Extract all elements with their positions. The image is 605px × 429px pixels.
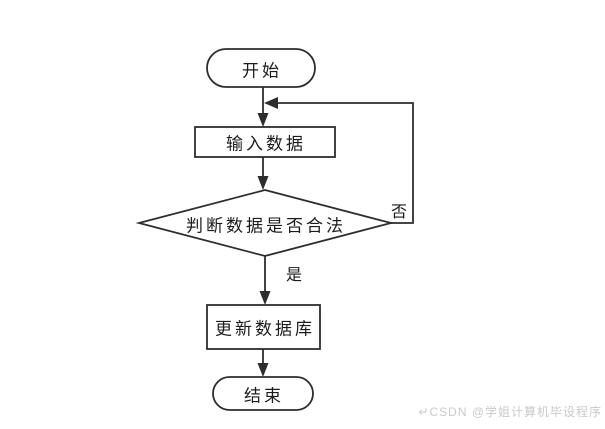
start-node-label: 开始 <box>242 61 282 81</box>
arrowhead-into-decision-icon <box>257 176 269 190</box>
input-node-shape <box>194 126 336 158</box>
decision-node-shape <box>135 189 395 257</box>
update-node-shape <box>206 304 321 350</box>
update-node-label: 更新数据库 <box>215 319 315 339</box>
input-node-label: 输入数据 <box>226 134 306 154</box>
arrowhead-into-input-icon <box>257 113 269 127</box>
connector-no-branch-loop <box>277 102 414 224</box>
start-node-shape <box>206 48 316 88</box>
no-branch-label: 否 <box>390 204 408 221</box>
decision-node-label: 判断数据是否合法 <box>186 216 346 236</box>
end-node-shape <box>212 376 314 411</box>
arrowhead-no-branch-icon <box>264 97 278 109</box>
yes-branch-label: 是 <box>285 267 303 284</box>
arrowhead-into-update-icon <box>259 291 271 305</box>
arrowhead-into-end-icon <box>257 363 269 377</box>
watermark-text: ↵CSDN @学姐计算机毕设程序 <box>418 405 602 419</box>
end-node-label: 结束 <box>244 386 284 406</box>
